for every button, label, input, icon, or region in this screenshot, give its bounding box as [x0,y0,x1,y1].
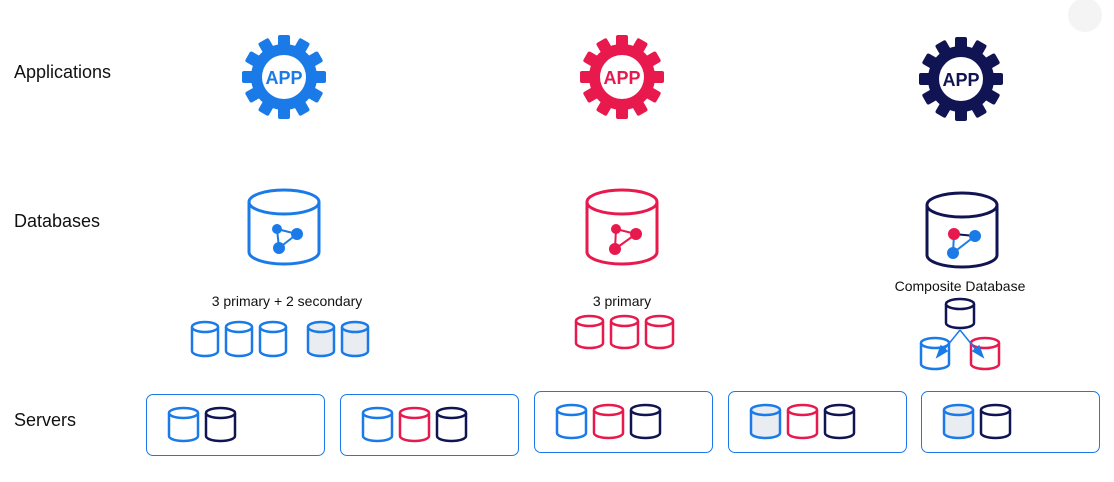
server-box [534,391,713,453]
app-label: APP [603,68,640,88]
row-label-databases: Databases [14,211,101,231]
database-cluster [574,314,679,350]
small-database-icon [398,406,431,443]
database-cluster [190,320,374,358]
small-database-icon [979,403,1012,440]
small-database-icon [749,403,782,440]
small-database-icon [224,320,254,358]
server-box [921,391,1100,453]
app-gear-icon: APP [580,35,664,119]
app-label: APP [942,70,979,90]
small-database-icon [592,403,625,440]
small-database-icon [629,403,662,440]
small-database-icon [823,403,856,440]
database-icon [585,188,659,266]
small-database-icon [644,314,675,350]
row-label-servers: Servers [14,410,77,430]
row-label-applications: Applications [14,62,112,82]
server-box [146,394,325,456]
small-database-icon [574,314,605,350]
composite-fanout [919,297,1001,371]
composite-database-icon [925,191,999,269]
database-caption-2: 3 primary [592,293,652,309]
small-database-icon [944,297,976,330]
small-database-icon [555,403,588,440]
small-database-icon [786,403,819,440]
app-label: APP [265,68,302,88]
small-database-icon [340,320,370,358]
small-database-icon [609,314,640,350]
app-gear-icon: APP [242,35,326,119]
small-database-icon [942,403,975,440]
small-database-icon [167,406,200,443]
database-caption-1: 3 primary + 2 secondary [211,293,363,309]
corner-circle [1068,0,1102,32]
app-gear-icon: APP [919,37,1003,121]
small-database-icon [204,406,237,443]
small-database-icon [306,320,336,358]
arrow-icon [935,329,985,359]
small-database-icon [435,406,468,443]
graph-icon [272,224,303,254]
database-icon [247,188,321,266]
small-database-icon [361,406,394,443]
server-box [728,391,907,453]
small-database-icon [969,336,1001,371]
graph-icon [609,224,642,255]
graph-icon [947,228,981,259]
small-database-icon [190,320,220,358]
small-database-icon [919,336,951,371]
small-database-icon [258,320,288,358]
database-caption-3: Composite Database [894,278,1026,294]
server-box [340,394,519,456]
